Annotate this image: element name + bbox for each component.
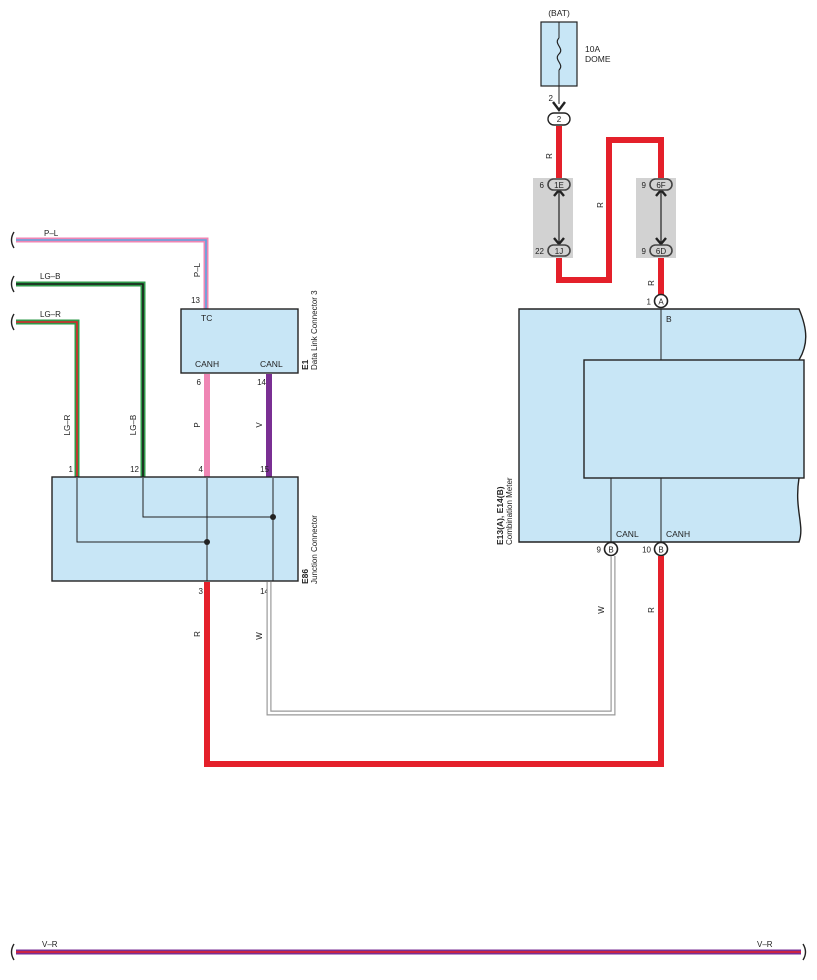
wire-p-l-label: P–L [44,229,59,238]
meter-canl-conn: B [608,546,613,555]
wire-lg-r-label: LG–R [40,310,61,319]
e86-w-wire-color: W [255,632,264,640]
dlc3-canl-label: CANL [260,359,283,369]
red-wire-canh [204,556,664,767]
meter-code: E13(A), E14(B) [495,486,505,545]
fuse-connector [547,112,571,126]
wire-lg-b-label: LG–B [40,272,60,281]
dlc3-name: Data Link Connector 3 [310,290,319,370]
junction-plug-1j [547,244,571,257]
meter-power-pin: A 1 [647,293,669,309]
junction-plug-6d [649,244,673,257]
e86-code: E86 [300,569,310,584]
junction-plug-6d-pin: 9 [642,247,647,256]
fuse-dome: (BAT) 10A DOME 2 2 [540,8,611,126]
wire-v-r-right-label: V–R [757,940,773,949]
wire-break-icon [10,275,15,293]
junction-block-left: 1E 6 1J 22 [533,178,573,258]
chevron-down-icon [655,237,667,246]
splice-dot [270,514,276,520]
wire-break-icon [10,313,15,331]
wire-break-icon [10,943,15,961]
dlc3-tc-pin: 13 [191,296,200,305]
junction-plug-6d-label: 6D [656,247,666,256]
fuse-source-label: (BAT) [548,8,570,18]
junction-plug-1e-pin: 6 [540,181,545,190]
meter-name: Combination Meter [505,477,514,545]
wire-lg-r-vlabel: LG–R [63,414,72,435]
dlc3-code: E1 [300,359,310,370]
red-wire-top [556,126,664,295]
meter-canh-pin-num: 10 [642,546,651,555]
meter-w-wire-color: W [597,606,606,614]
data-link-connector-3: TC 13 CANH CANL 6 14 E1 Data Link Connec… [180,290,319,387]
jumper-wire-color: R [596,202,605,208]
junction-plug-6f-label: 6F [656,181,665,190]
e86-pin-14: 14 [260,587,269,596]
meter-feed-wire-color: R [647,280,656,286]
fuse-connector-label: 2 [557,115,562,124]
combination-meter: B CANL CANH E13(A), E14(B) Combination M… [495,308,807,545]
junction-plug-6f [649,178,673,191]
fuse-pin: 2 [549,94,554,103]
dlc3-canh-pin: 6 [197,378,202,387]
splice-dot [204,539,210,545]
meter-r-wire-color: R [647,607,656,613]
meter-canh-pin: B 10 [642,541,669,557]
e86-pin-3: 3 [199,587,204,596]
junction-plug-6f-pin: 9 [642,181,647,190]
e86-name: Junction Connector [310,515,319,584]
wire-v-r-left-label: V–R [42,940,58,949]
meter-power-conn: A [658,298,664,307]
wire-lg-r [10,313,80,478]
junction-block-right: 6F 9 6D 9 [636,178,676,258]
e86-pin-15: 15 [260,465,269,474]
fuse-element-icon [556,37,562,71]
fuse-chevron-icon [552,101,566,112]
wire-p-l-vlabel: P–L [193,262,202,277]
e86-r-wire-color: R [193,631,202,637]
e86-pin-12: 12 [130,465,139,474]
white-wire-canl [266,556,616,716]
meter-canl-pin: B 9 [597,541,619,557]
wire-lg-b [10,275,146,478]
e86-box [51,476,299,582]
junction-connector-e86: 1 12 4 15 3 14 E86 Junction Connector [51,465,319,596]
chevron-down-icon [553,237,565,246]
dlc3-canl-pin: 14 [257,378,266,387]
dlc3-tc-label: TC [201,313,212,323]
dlc3-canh-label: CANH [195,359,219,369]
e86-pin-4: 4 [199,465,204,474]
fuse-wire-color: R [545,153,554,159]
meter-canh-label: CANH [666,529,690,539]
wire-v-r [10,943,807,961]
junction-plug-1e [547,178,571,191]
dlc3-box [180,308,299,374]
wire-break-icon [802,943,807,961]
junction-plug-1j-pin: 22 [535,247,544,256]
wire-canl-color: V [255,422,264,428]
fuse-name: DOME [585,54,611,64]
meter-b-label: B [666,314,672,324]
meter-power-pin-num: 1 [647,298,652,307]
meter-inner-module [583,359,805,479]
junction-plug-1e-label: 1E [554,181,564,190]
junction-plug-1j-label: 1J [555,247,563,256]
meter-canh-conn: B [658,546,663,555]
wire-canh-color: P [193,422,202,427]
wire-break-icon [10,231,15,249]
e86-pin-1: 1 [69,465,74,474]
fuse-rating: 10A [585,44,600,54]
wire-p-l [10,231,209,310]
wire-lg-b-vlabel: LG–B [129,415,138,435]
meter-canl-label: CANL [616,529,639,539]
meter-canl-pin-num: 9 [597,546,602,555]
